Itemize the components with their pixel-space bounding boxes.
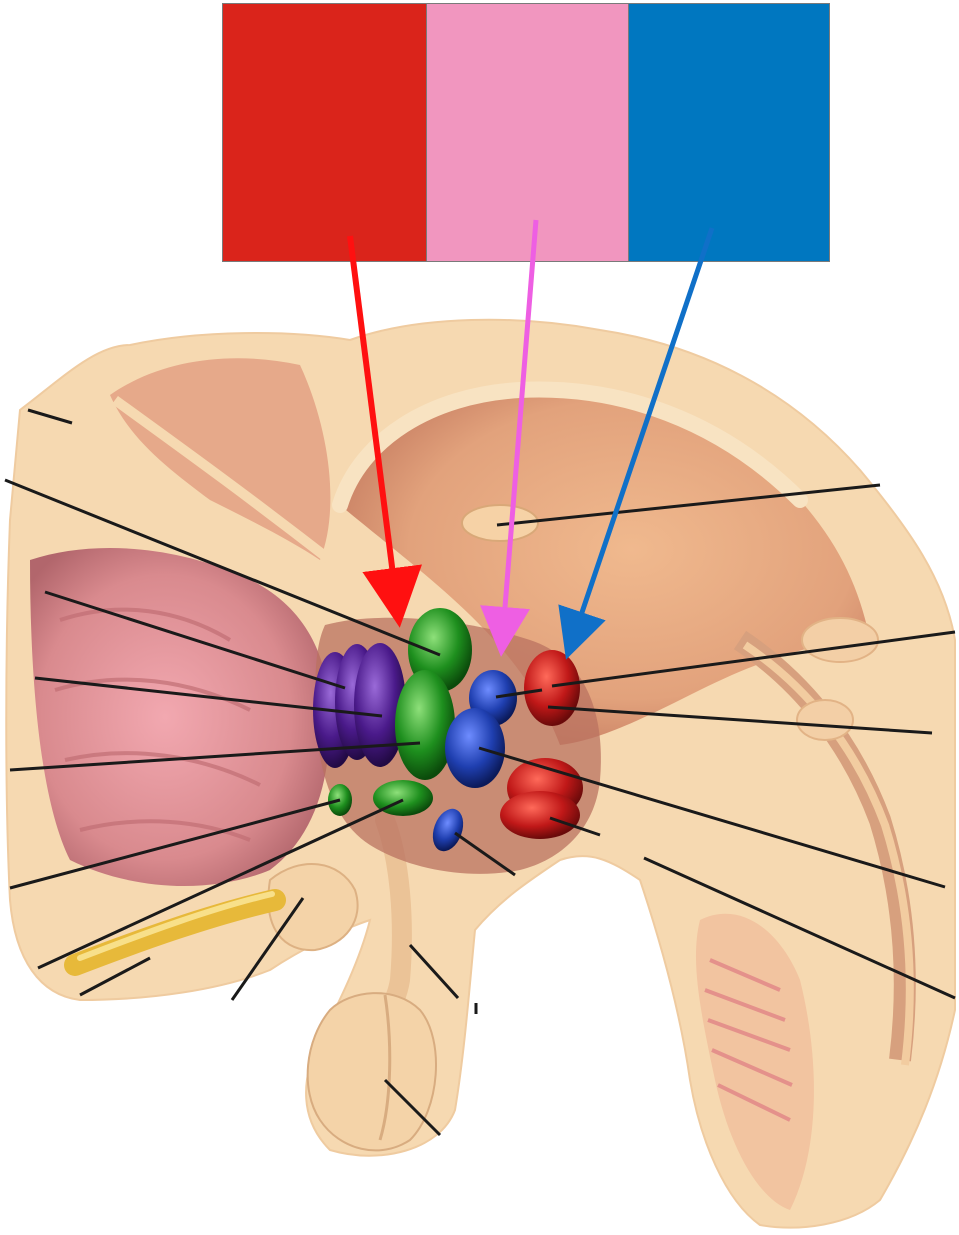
- nucleus-blue-main: [445, 708, 505, 788]
- bulb: [308, 993, 436, 1150]
- nucleus-red-lower-b: [500, 791, 580, 839]
- right-small-lobe: [802, 618, 878, 662]
- nucleus-red-upper: [524, 650, 580, 726]
- right-small-lobe-2: [797, 700, 853, 740]
- nucleus-green-main: [395, 670, 455, 780]
